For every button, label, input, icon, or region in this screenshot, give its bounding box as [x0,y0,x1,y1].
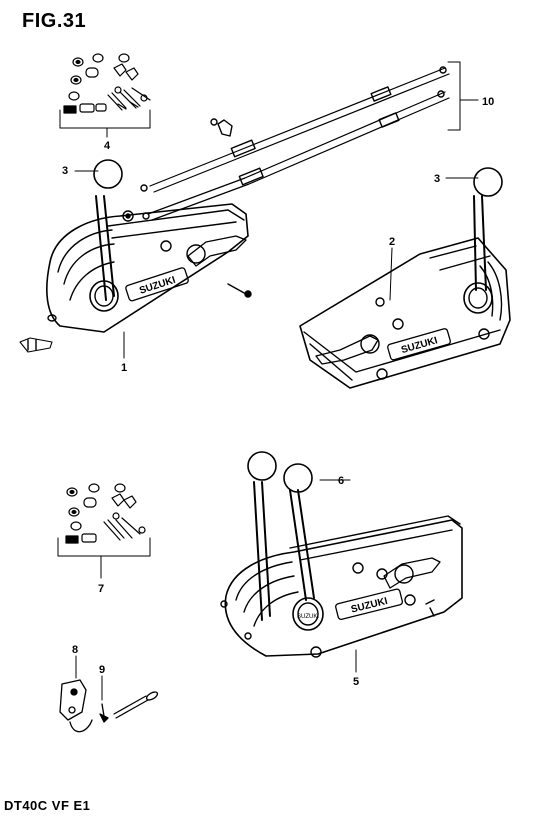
model-code: DT40C VF E1 [4,798,91,813]
knob-badge-5: SUZUKI [297,614,319,620]
callout-3-right: 3 [434,173,441,185]
mounting-hardware-kit-7 [65,483,146,544]
callout-8: 8 [72,644,79,656]
callout-4: 4 [104,140,111,152]
mounting-hardware-kit-4 [63,53,151,114]
brand-badge-1: SUZUKI [138,275,177,297]
callout-9: 9 [99,664,106,676]
callout-2: 2 [389,236,396,248]
callout-7: 7 [98,583,105,595]
leader-lines [57,61,479,701]
remote-control-box-2: SUZUKI [299,167,511,389]
figure-title: FIG.31 [22,10,87,32]
callout-1: 1 [121,362,128,374]
remote-control-cables-10 [140,66,450,221]
stop-switch-8-and-screw-9 [59,679,159,733]
callout-3-left: 3 [62,165,69,177]
callout-5: 5 [353,676,360,688]
callout-6: 6 [338,475,345,487]
callout-10: 10 [482,96,495,108]
remote-control-box-5-dual: SUZUKI SUZUKI [220,451,463,658]
